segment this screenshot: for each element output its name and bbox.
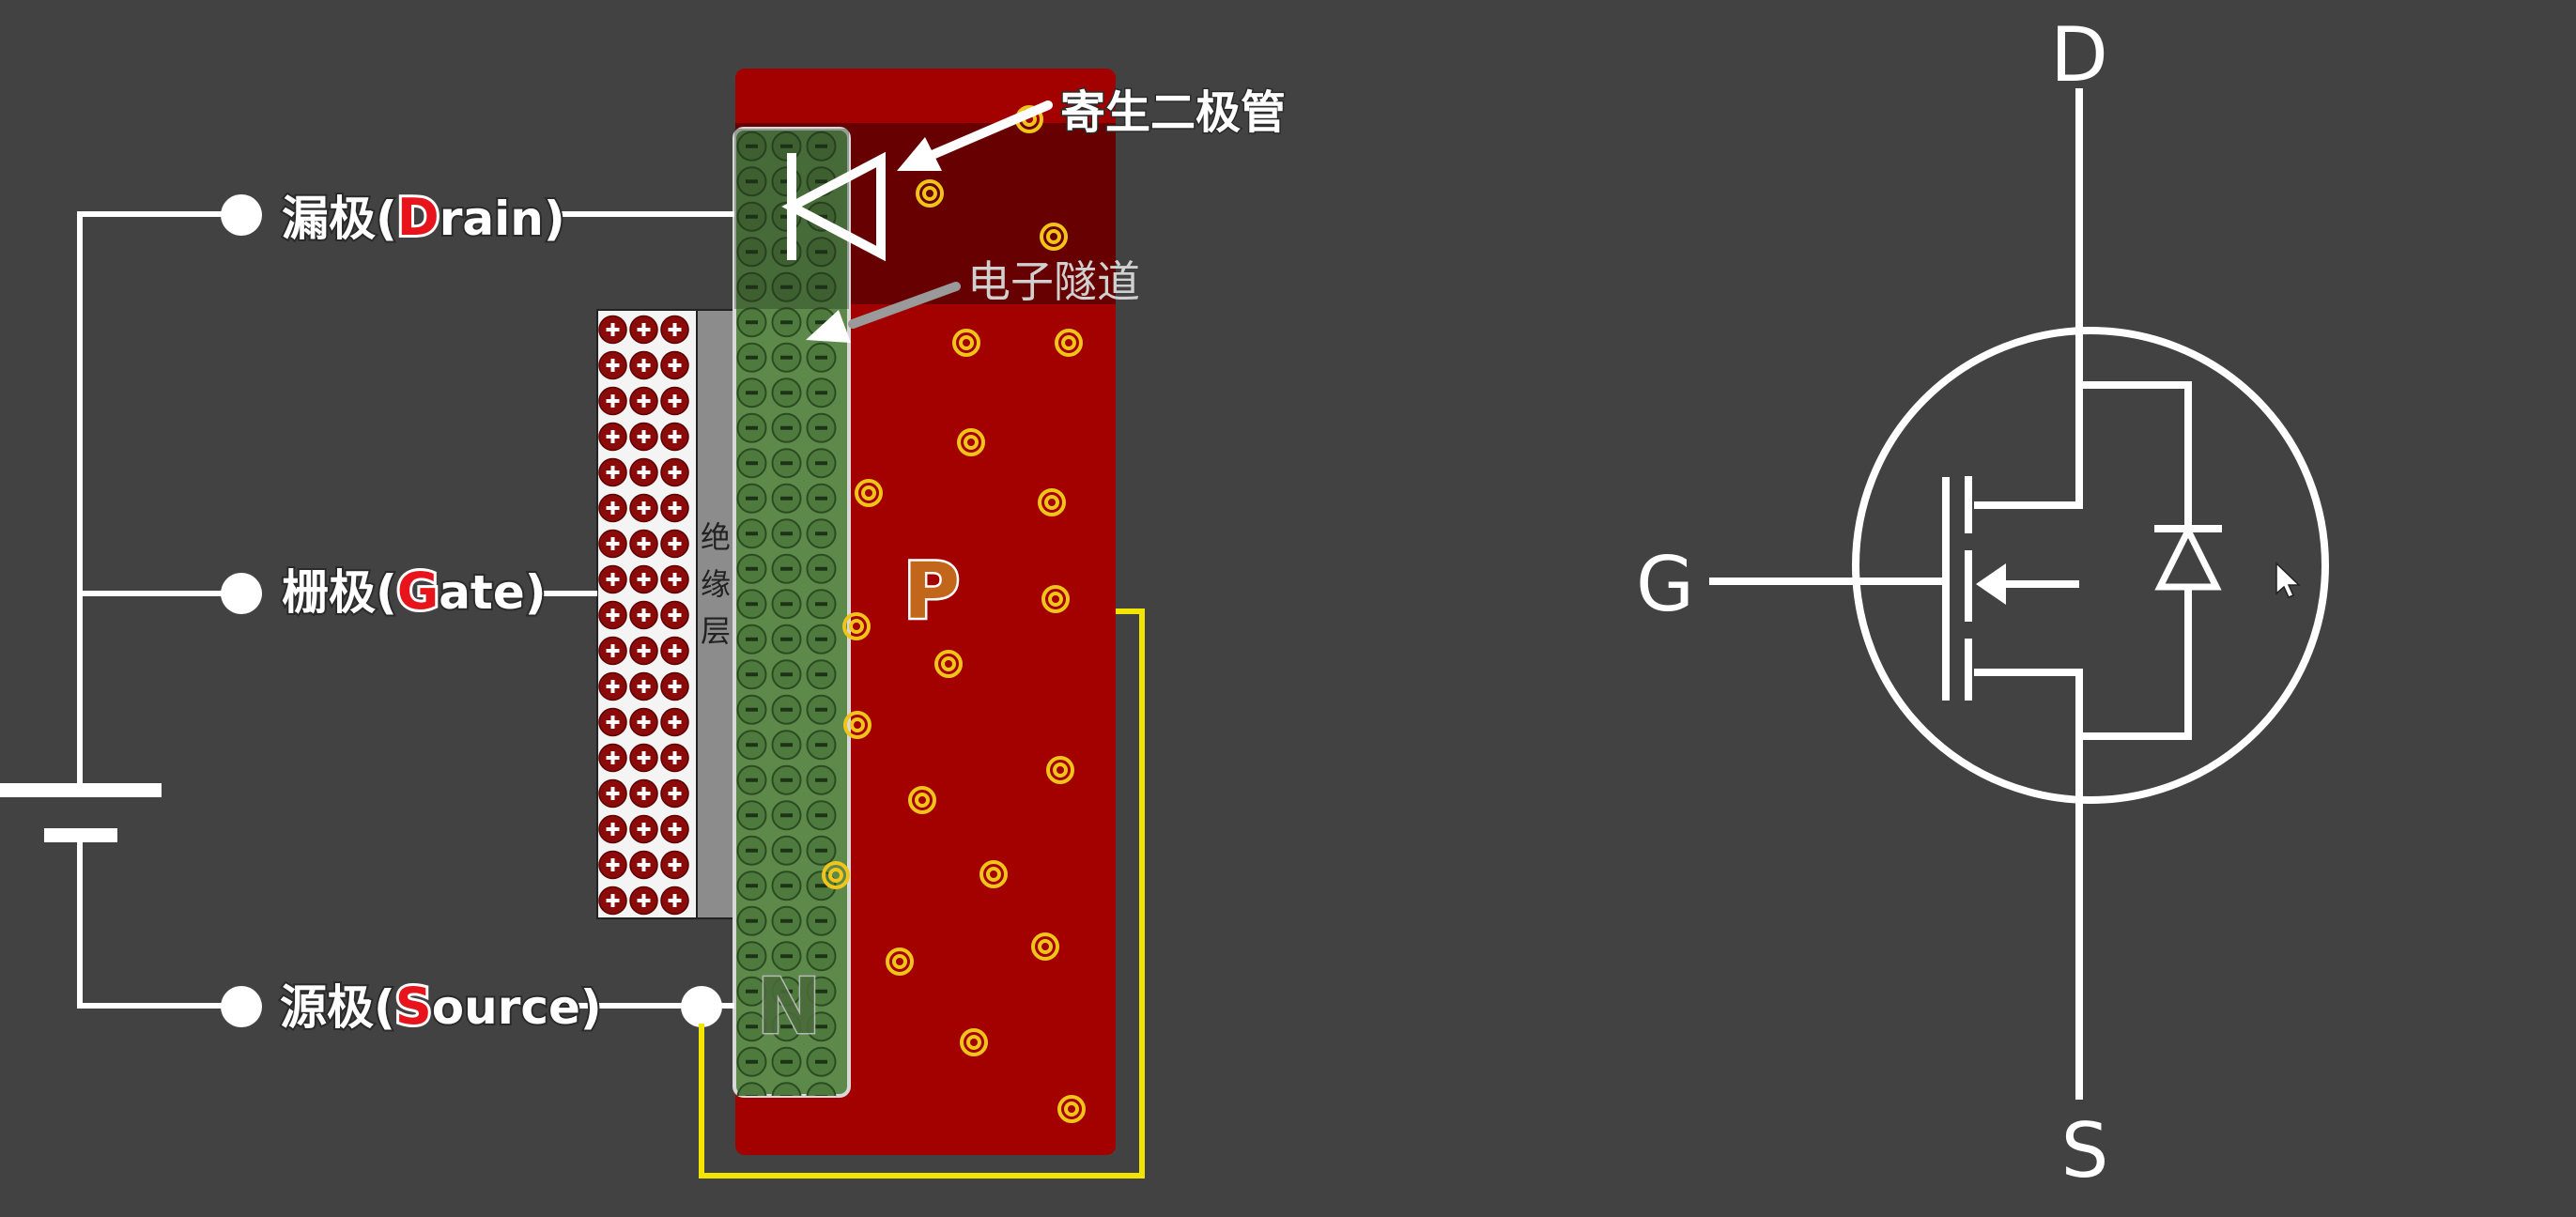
- diode-top: [2079, 381, 2192, 527]
- hole-icon: [861, 485, 876, 501]
- left-bus-bottom: [77, 840, 240, 1009]
- symbol-circle: [1852, 327, 2329, 804]
- insulator-char-1: 绝: [701, 519, 731, 555]
- battery-icon: [0, 783, 162, 842]
- mosfet-symbol-icon: [1709, 88, 2329, 1100]
- hole-icon: [822, 861, 850, 889]
- symbol-gate-label: G: [1636, 541, 1694, 628]
- hole-icon: [850, 717, 865, 732]
- hole-icon: [1040, 223, 1068, 251]
- electron-tunnel-label: 电子隧道: [967, 256, 1140, 307]
- drain-label-prefix: 漏极(: [282, 192, 397, 246]
- positive-charges: [597, 312, 690, 918]
- source-label-letter: S: [395, 977, 432, 1036]
- hole-icon: [960, 1028, 988, 1056]
- hole-icon: [1048, 592, 1063, 607]
- hole-icon: [979, 860, 1008, 888]
- hole-icon: [964, 435, 979, 450]
- hole-icon: [1064, 1101, 1079, 1117]
- source-lead: [1974, 669, 2083, 1100]
- diode-icon: [781, 151, 886, 262]
- source-label-suffix: ource): [432, 980, 602, 1035]
- circuit-wires: [77, 211, 734, 1009]
- drain-terminal: [221, 194, 262, 236]
- drain-label: 漏极(Drain): [282, 188, 565, 247]
- hole-icon: [966, 1035, 981, 1050]
- hole-icon: [1038, 488, 1066, 516]
- diode-bottom: [2079, 589, 2192, 740]
- hole-icon: [1061, 335, 1076, 350]
- parasitic-diode-arrow: [897, 100, 1053, 171]
- hole-icon: [1046, 756, 1074, 784]
- gate-label: 栅极(Gate): [282, 562, 547, 621]
- hole-icon: [1031, 932, 1059, 961]
- hole-icon: [1055, 329, 1083, 357]
- hole-icon: [915, 793, 930, 808]
- source-terminal: [221, 986, 262, 1027]
- hole-icon: [1038, 939, 1053, 954]
- symbol-source-label: S: [2061, 1107, 2109, 1194]
- hole-icon: [842, 612, 871, 640]
- hole-icon: [849, 619, 864, 634]
- hole-icon: [941, 656, 956, 671]
- body-diode-triangle: [2154, 523, 2222, 591]
- drain-label-suffix: rain): [440, 192, 565, 246]
- holes: [822, 105, 1086, 1123]
- insulator-char-2: 缘: [701, 566, 731, 602]
- p-region-label: P: [903, 547, 960, 637]
- electron-tunnel-arrow: [806, 282, 961, 343]
- gate-label-suffix: ate): [439, 565, 546, 620]
- gate-label-prefix: 栅极(: [282, 565, 397, 620]
- source-label-prefix: 源极(: [280, 980, 395, 1035]
- hole-icon: [952, 329, 980, 357]
- n-region-label: N: [757, 963, 822, 1052]
- hole-icon: [1046, 229, 1061, 244]
- hole-icon: [959, 335, 974, 350]
- gate-label-letter: G: [397, 562, 439, 621]
- hole-icon: [886, 947, 914, 976]
- hole-icon: [855, 479, 883, 507]
- hole-icon: [922, 186, 937, 201]
- hole-icon: [986, 867, 1001, 882]
- hole-icon: [916, 179, 944, 208]
- body-wire: [699, 608, 1145, 1178]
- hole-icon: [828, 868, 843, 883]
- body-arrow-head: [1976, 563, 2006, 605]
- hole-icon: [1044, 495, 1059, 510]
- gate-terminal: [221, 573, 262, 614]
- insulator-char-3: 层: [701, 613, 731, 649]
- cursor-icon: [2275, 562, 2301, 598]
- hole-icon: [934, 650, 963, 678]
- hole-icon: [957, 428, 985, 456]
- hole-icon: [892, 954, 907, 969]
- drain-lead: [1974, 88, 2083, 509]
- drain-label-letter: D: [397, 188, 440, 247]
- hole-icon: [1053, 763, 1068, 778]
- body-terminal: [681, 986, 722, 1027]
- left-bus-top: [77, 211, 240, 789]
- hole-icon: [843, 711, 872, 739]
- hole-icon: [908, 786, 936, 814]
- hole-icon: [1041, 585, 1070, 613]
- channel-electrons: [734, 129, 839, 1096]
- hole-icon: [1057, 1095, 1086, 1123]
- terminal-dots: [221, 194, 722, 1027]
- symbol-drain-label: D: [2050, 11, 2108, 99]
- source-label: 源极(Source): [280, 977, 602, 1036]
- parasitic-diode-label: 寄生二极管: [1060, 86, 1286, 139]
